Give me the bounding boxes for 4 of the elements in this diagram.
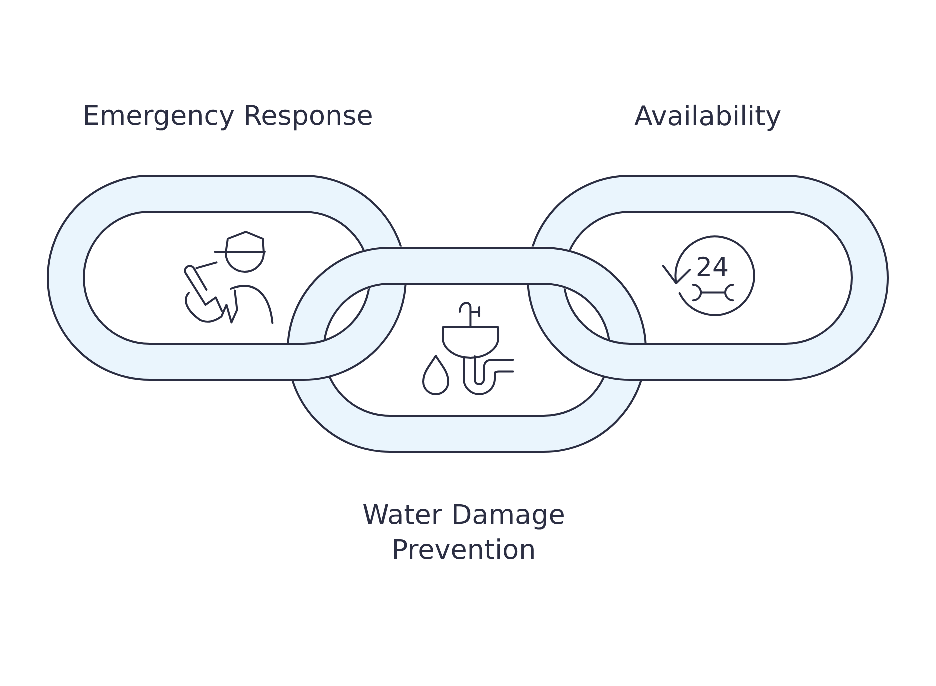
link-heading: Emergency Response	[85, 105, 372, 131]
link-heading: Water Damage Prevention	[364, 504, 564, 560]
link-heading: Availability	[634, 104, 781, 132]
icon-number: 24	[698, 256, 728, 276]
